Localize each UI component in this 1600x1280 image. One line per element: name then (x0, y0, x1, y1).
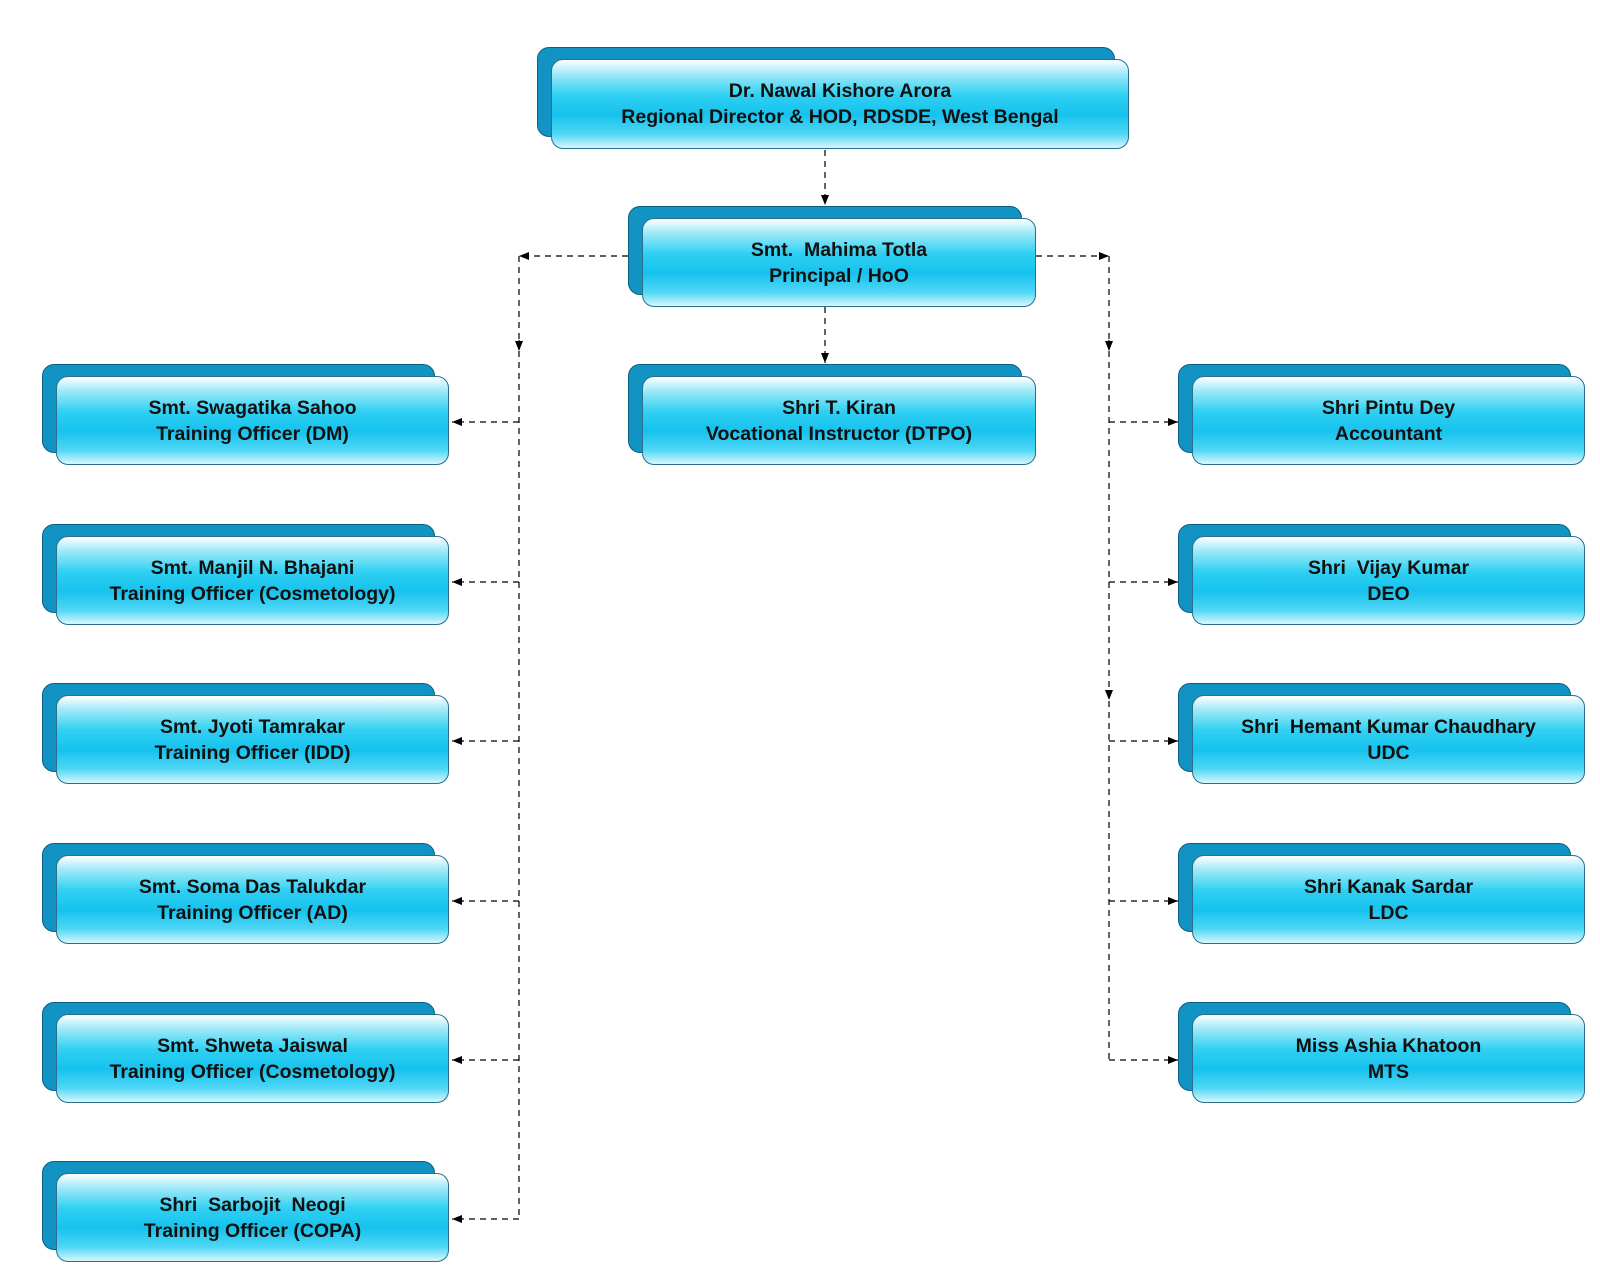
node-shweta: Smt. Shweta Jaiswal Training Officer (Co… (42, 1002, 449, 1103)
node-title: Training Officer (Cosmetology) (109, 1060, 396, 1083)
node-swagatika: Smt. Swagatika Sahoo Training Officer (D… (42, 364, 449, 465)
node-title: Training Officer (Cosmetology) (109, 582, 396, 605)
node-name: Shri T. Kiran (782, 396, 896, 419)
node-soma: Smt. Soma Das Talukdar Training Officer … (42, 843, 449, 944)
node-name: Shri Vijay Kumar (1307, 556, 1470, 579)
node-name: Shri Hemant Kumar Chaudhary (1241, 715, 1536, 738)
node-title: DEO (1367, 582, 1410, 605)
node-vijay: Shri Vijay Kumar DEO (1178, 524, 1585, 625)
node-name: Shri Pintu Dey (1321, 396, 1456, 419)
node-title: Regional Director & HOD, RDSDE, West Ben… (621, 106, 1059, 128)
node-sarbojit: Shri Sarbojit Neogi Training Officer (CO… (42, 1161, 449, 1262)
node-ashia: Miss Ashia Khatoon MTS (1178, 1002, 1585, 1103)
node-pintu: Shri Pintu Dey Accountant (1178, 364, 1585, 465)
node-kiran: Shri T. Kiran Vocational Instructor (DTP… (628, 364, 1036, 465)
node-name: Shri Sarbojit Neogi (159, 1193, 346, 1216)
node-title: Training Officer (AD) (157, 901, 348, 924)
node-title: Training Officer (DM) (156, 422, 349, 445)
node-principal: Smt. Mahima Totla Principal / HoO (628, 206, 1036, 307)
node-title: Vocational Instructor (DTPO) (705, 422, 973, 445)
node-title: LDC (1368, 901, 1409, 924)
node-title: Principal / HoO (769, 264, 909, 287)
node-title: Training Officer (IDD) (154, 741, 351, 764)
node-manjil: Smt. Manjil N. Bhajani Training Officer … (42, 524, 449, 625)
node-hemant: Shri Hemant Kumar Chaudhary UDC (1178, 683, 1585, 784)
node-name: Shri Kanak Sardar (1303, 875, 1474, 898)
node-title: MTS (1367, 1060, 1410, 1083)
node-name: Miss Ashia Khatoon (1295, 1034, 1482, 1057)
node-title: UDC (1367, 741, 1410, 764)
node-title: Training Officer (COPA) (143, 1219, 362, 1242)
node-title: Accountant (1334, 422, 1443, 445)
node-name: Smt. Mahima Totla (750, 238, 928, 261)
node-director: Dr. Nawal Kishore Arora Regional Directo… (537, 47, 1129, 149)
node-name: Smt. Manjil N. Bhajani (150, 556, 355, 579)
node-name: Smt. Swagatika Sahoo (148, 396, 357, 419)
node-name: Smt. Soma Das Talukdar (138, 875, 367, 898)
node-kanak: Shri Kanak Sardar LDC (1178, 843, 1585, 944)
node-jyoti: Smt. Jyoti Tamrakar Training Officer (ID… (42, 683, 449, 784)
node-name: Smt. Jyoti Tamrakar (160, 715, 345, 738)
node-name: Dr. Nawal Kishore Arora (728, 80, 952, 102)
node-name: Smt. Shweta Jaiswal (157, 1034, 348, 1057)
